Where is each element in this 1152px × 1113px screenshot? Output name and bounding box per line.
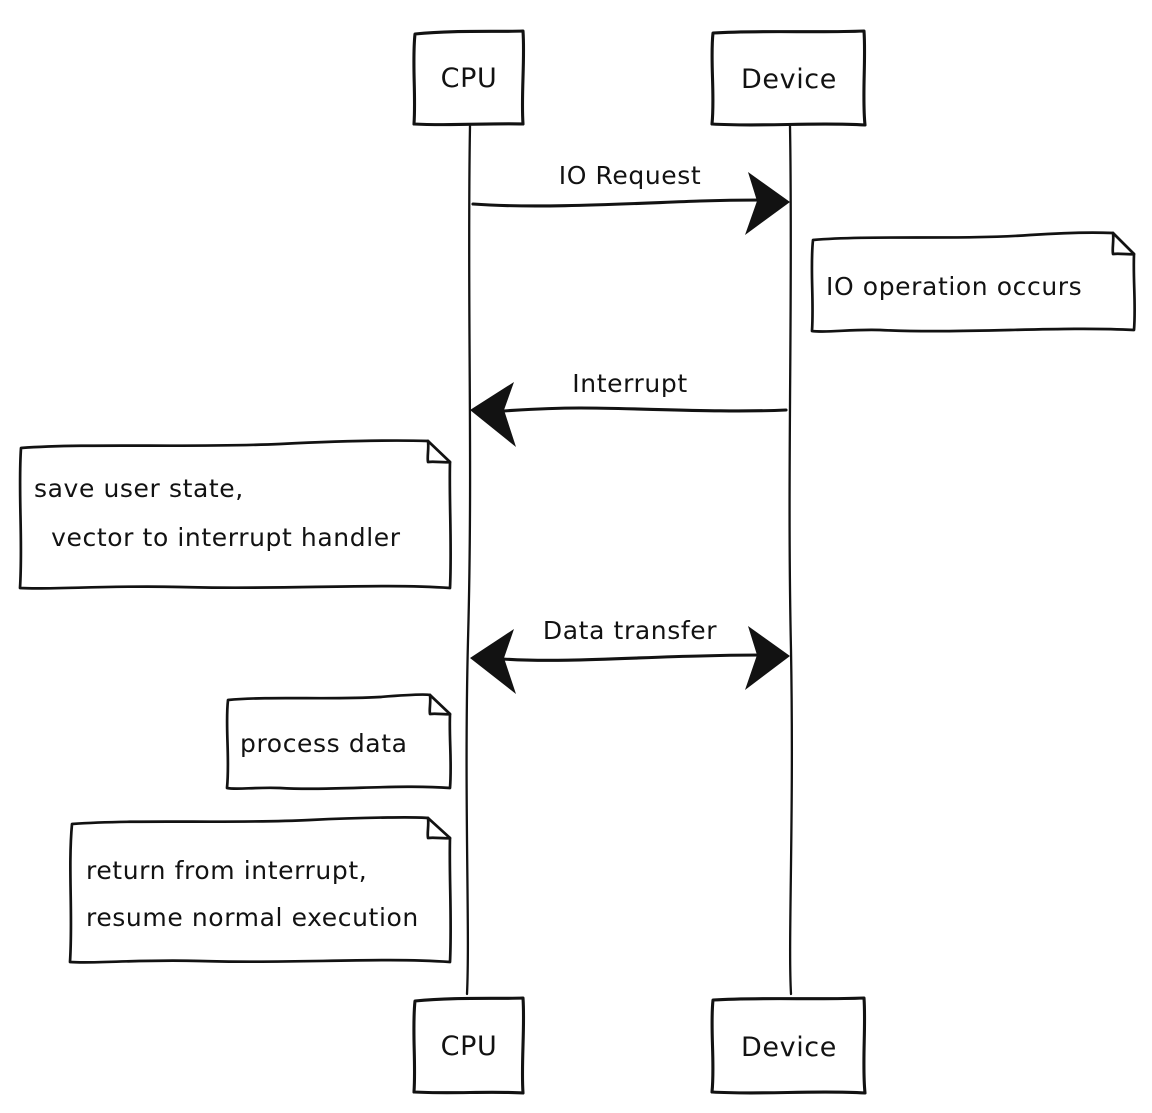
- participant-box-device-bottom[interactable]: Device: [710, 996, 867, 1095]
- message-interrupt[interactable]: Interrupt: [470, 369, 788, 447]
- lifeline-device: [788, 124, 794, 996]
- participant-box-device-top[interactable]: Device: [710, 29, 867, 127]
- participant-label-device-bottom: Device: [741, 1032, 837, 1063]
- note-save-user-state[interactable]: save user state, vector to interrupt han…: [18, 439, 453, 590]
- note-return-from-interrupt[interactable]: return from interrupt, resume normal exe…: [68, 816, 453, 964]
- lifeline-cpu: [465, 124, 472, 996]
- participant-label-device-top: Device: [741, 64, 837, 95]
- note-line-io-operation-occurs: IO operation occurs: [826, 272, 1082, 301]
- arrowhead-right-data-transfer: [745, 626, 790, 690]
- participant-label-cpu-bottom: CPU: [441, 1031, 498, 1062]
- note-process-data[interactable]: process data: [225, 693, 453, 791]
- message-io-request[interactable]: IO Request: [471, 161, 790, 235]
- note-io-operation-occurs[interactable]: IO operation occurs: [810, 231, 1137, 333]
- note-line-return-from-interrupt-1: return from interrupt,: [86, 856, 367, 885]
- message-data-transfer[interactable]: Data transfer: [470, 616, 790, 694]
- note-line-save-user-state-2: vector to interrupt handler: [34, 523, 401, 552]
- arrowhead-left-data-transfer: [470, 629, 516, 694]
- message-label-data-transfer: Data transfer: [543, 616, 717, 645]
- arrowhead-right-io-request: [745, 172, 790, 235]
- message-label-io-request: IO Request: [559, 161, 702, 190]
- note-line-save-user-state-1: save user state,: [34, 474, 244, 503]
- arrowhead-left-interrupt: [470, 382, 516, 447]
- note-line-return-from-interrupt-2: resume normal execution: [86, 903, 419, 932]
- participant-box-cpu-bottom[interactable]: CPU: [412, 996, 526, 1095]
- participant-label-cpu-top: CPU: [441, 63, 498, 94]
- note-line-process-data: process data: [240, 729, 408, 758]
- participant-box-cpu-top[interactable]: CPU: [412, 29, 526, 127]
- message-label-interrupt: Interrupt: [572, 369, 687, 398]
